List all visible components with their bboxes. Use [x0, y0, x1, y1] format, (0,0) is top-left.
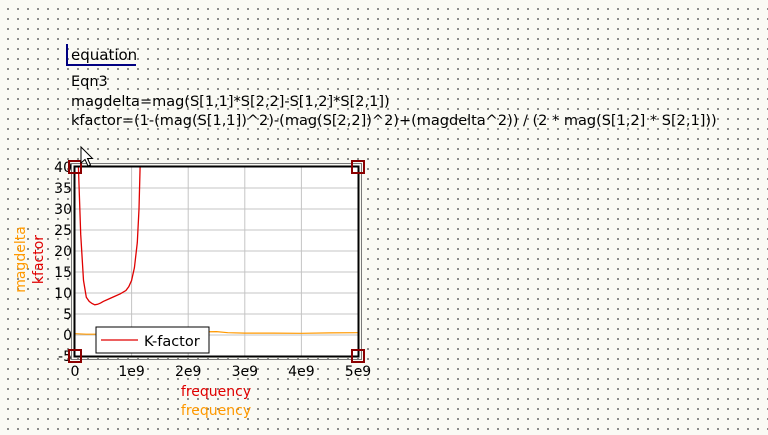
equation-name[interactable]: Eqn3: [71, 74, 108, 90]
equation-title[interactable]: equation: [66, 44, 137, 66]
equation-line-magdelta[interactable]: magdelta=mag(S[1,1]*S[2,2]-S[1,2]*S[2,1]…: [71, 94, 390, 110]
equation-line-kfactor[interactable]: kfactor=(1-(mag(S[1,1])^2)-(mag(S[2,2])^…: [71, 113, 717, 129]
